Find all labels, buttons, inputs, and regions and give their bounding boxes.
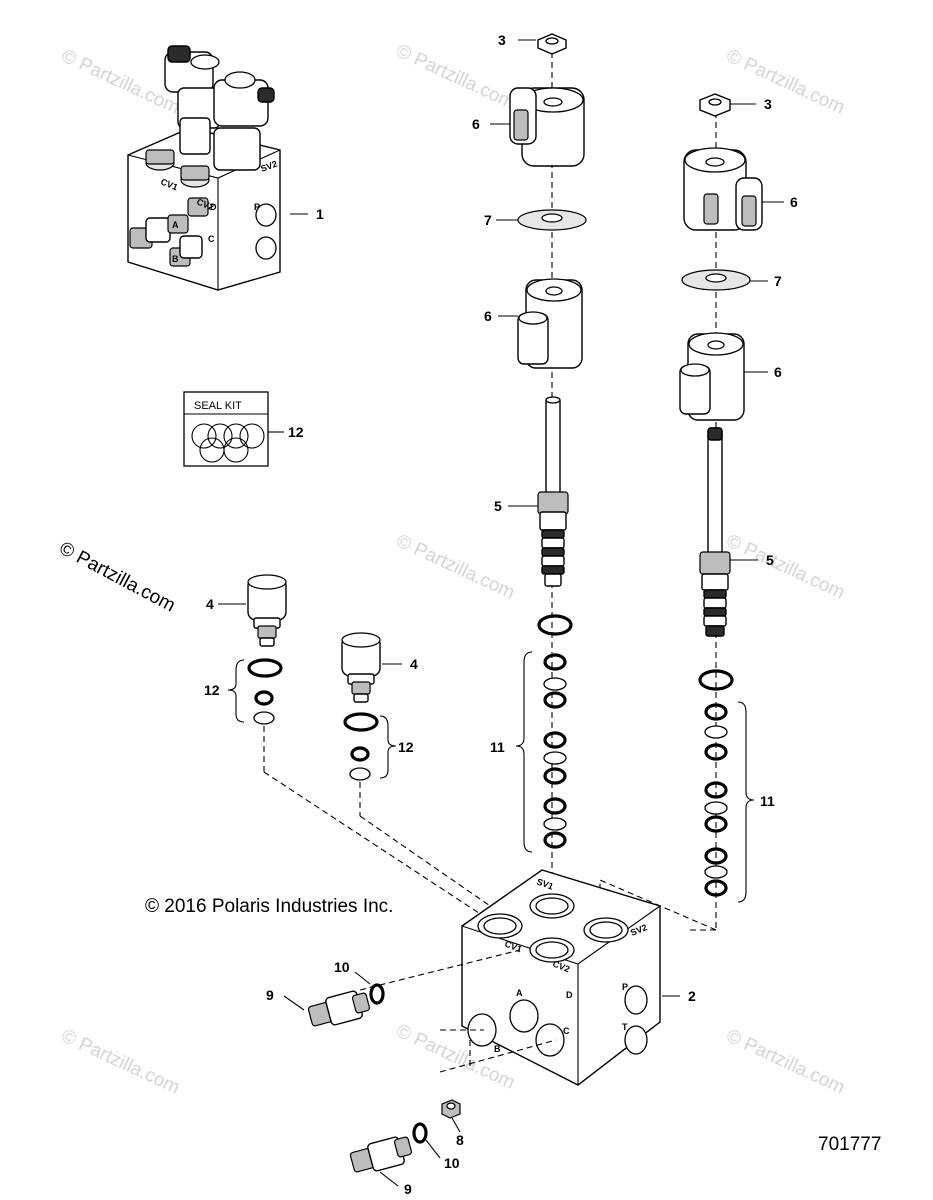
callout-5: 5 xyxy=(766,552,774,568)
callout-10: 10 xyxy=(334,959,350,975)
port-mark-d: D xyxy=(566,990,573,1000)
valve-assembly-part-1: CV1 CV2 SV2 A B C D P xyxy=(127,45,281,291)
callout-12: 12 xyxy=(398,739,414,755)
diagram-id: 701777 xyxy=(818,1134,881,1155)
solenoid-stack-right xyxy=(679,93,763,930)
watermark: © Partzilla.com xyxy=(393,530,518,603)
callout-6: 6 xyxy=(774,364,782,380)
watermark: © Partzilla.com xyxy=(723,45,848,118)
callout-12: 12 xyxy=(204,682,220,698)
callout-6: 6 xyxy=(790,194,798,210)
callout-1: 1 xyxy=(316,206,324,222)
solenoid-stack-left xyxy=(509,33,587,1000)
callout-9: 9 xyxy=(404,1181,412,1197)
callout-4: 4 xyxy=(206,596,214,612)
watermark: © Partzilla.com xyxy=(58,1025,183,1098)
callout-8: 8 xyxy=(456,1132,464,1148)
callout-12: 12 xyxy=(288,424,304,440)
watermark: © Partzilla.com xyxy=(723,530,848,603)
port-mark-c: C xyxy=(563,1026,570,1036)
watermark: © Partzilla.com xyxy=(58,45,183,118)
fittings-parts-8-9-10 xyxy=(307,949,557,1173)
port-mark-a: A xyxy=(172,220,179,230)
callout-6: 6 xyxy=(472,116,480,132)
partzilla-mark: © Partzilla.com xyxy=(56,538,179,617)
port-mark-d: D xyxy=(210,202,217,212)
seal-kit-label: SEAL KIT xyxy=(194,400,242,412)
callout-11: 11 xyxy=(490,739,505,755)
callout-9: 9 xyxy=(266,987,274,1003)
watermark: © Partzilla.com xyxy=(723,1025,848,1098)
port-mark-b: B xyxy=(172,254,179,264)
port-mark-p: P xyxy=(622,982,628,992)
port-mark-a: A xyxy=(516,988,523,998)
callout-10: 10 xyxy=(444,1155,460,1171)
watermark: © Partzilla.com xyxy=(393,40,518,113)
copyright-text: © 2016 Polaris Industries Inc. xyxy=(145,896,393,917)
callout-2: 2 xyxy=(688,988,696,1004)
callout-7: 7 xyxy=(774,273,782,289)
callout-11: 11 xyxy=(760,793,775,809)
callout-3: 3 xyxy=(764,96,772,112)
port-mark-b: B xyxy=(494,1044,501,1054)
seal-kit-part-12: SEAL KIT xyxy=(183,391,269,467)
callout-3: 3 xyxy=(498,32,506,48)
callout-7: 7 xyxy=(484,212,492,228)
port-mark-c: C xyxy=(208,234,215,244)
callout-5: 5 xyxy=(494,498,502,514)
check-valves-part-4 xyxy=(227,574,549,947)
callout-4: 4 xyxy=(410,656,418,672)
callout-6: 6 xyxy=(484,308,492,324)
port-mark-t: T xyxy=(622,1022,628,1032)
port-mark-p: P xyxy=(254,202,260,212)
manifold-block-part-2: SV1 SV2 CV1 CV2 A B C D P T xyxy=(461,869,661,1086)
